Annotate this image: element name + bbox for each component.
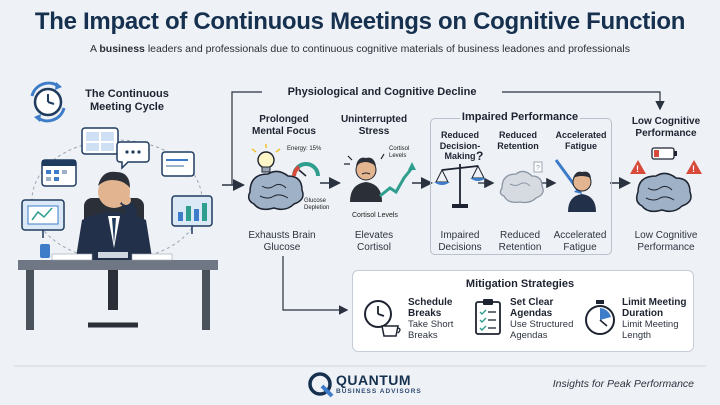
- stressed-businessman: [74, 171, 154, 270]
- lightbulb-icon: [251, 144, 281, 173]
- mitigation-item-agendas: Set Clear Agendas Use Structured Agendas: [510, 297, 574, 341]
- glucose-depletion-label: Glucose Depletion: [304, 198, 330, 211]
- mitigation-item-breaks: Schedule Breaks Take Short Breaks: [408, 297, 454, 341]
- decision-title: Reduced Decision-Making: [439, 130, 481, 161]
- chart-screen-icon: [171, 195, 213, 234]
- quantum-logo-icon: [308, 372, 334, 398]
- stress-marks-icon: [344, 153, 385, 165]
- mitigation-box: [352, 270, 694, 352]
- retention-title: Reduced Retention: [497, 130, 539, 151]
- rising-cortisol-chart-icon: [379, 162, 416, 198]
- outcome-title: Low Cognitive Performance: [631, 116, 701, 139]
- meeting-scene: [18, 127, 218, 330]
- cycle-icon: [30, 81, 66, 123]
- footer-tagline: Insights for Peak Performance: [552, 378, 694, 390]
- presentation-screen-icon: [21, 199, 65, 238]
- page-subtitle: A business leaders and professionals due…: [0, 43, 720, 55]
- page-title: The Impact of Continuous Meetings on Cog…: [34, 8, 686, 35]
- subtitle-pre: A: [90, 43, 100, 55]
- low-battery-icon: [651, 147, 677, 160]
- message-window-icon: [161, 151, 195, 177]
- tired-brain-icon: [635, 172, 692, 213]
- stress-icon: [344, 153, 416, 202]
- fatigue-caption: Accelerated Fatigue: [553, 230, 607, 253]
- low-performance-icon: ! !: [630, 147, 702, 213]
- svg-text:!: !: [692, 164, 695, 174]
- chat-bubble-icon: [116, 141, 150, 170]
- energy-gauge-icon: [292, 162, 320, 177]
- warning-icon: ! !: [630, 160, 702, 174]
- decision-caption: Impaired Decisions: [438, 230, 482, 253]
- stopwatch-icon: [585, 300, 615, 335]
- fatigue-title: Accelerated Fatigue: [555, 130, 607, 151]
- logo-subtitle: BUSINESS ADVISORS: [336, 388, 422, 395]
- svg-text:?: ?: [536, 165, 540, 172]
- outcome-caption: Low Cognitive Performance: [634, 230, 698, 253]
- stress-title: Uninterrupted Stress: [340, 114, 408, 137]
- to-mitigation-arrow: [282, 256, 349, 315]
- svg-text:?: ?: [476, 149, 483, 163]
- scales-icon: ?: [434, 149, 486, 208]
- calendar-icon: [41, 159, 77, 187]
- svg-text:!: !: [636, 164, 639, 174]
- cycle-title: The Continuous Meeting Cycle: [85, 88, 169, 113]
- focus-caption: Exhausts Brain Glucose: [248, 230, 316, 253]
- brain-glucose-icon: [247, 144, 320, 211]
- mitigation-item-duration: Limit Meeting Duration Limit Meeting Len…: [622, 297, 687, 341]
- stressed-person-icon: [350, 157, 382, 202]
- mitigation-title: Mitigation Strategies: [465, 278, 575, 290]
- stress-caption: Elevates Cortisol: [354, 230, 394, 253]
- faded-brain-icon: ?: [499, 161, 544, 204]
- focus-title: Prolonged Mental Focus: [252, 114, 316, 137]
- brain-icon: [247, 170, 304, 211]
- decline-section-title: Physiological and Cognitive Decline: [262, 86, 502, 99]
- subtitle-post: leaders and professionals due to continu…: [144, 43, 630, 55]
- subtitle-bold: business: [99, 43, 145, 55]
- clipboard-checklist-icon: [475, 299, 501, 335]
- video-call-icon: [81, 127, 119, 155]
- cortisol-axis-label: Cortisol Levels: [352, 212, 398, 219]
- retention-caption: Reduced Retention: [498, 230, 542, 253]
- energy-label: Energy: 15%: [287, 146, 322, 152]
- desk: [18, 244, 218, 330]
- impaired-icons: ? ?: [434, 149, 596, 212]
- clock-coffee-icon: [364, 300, 401, 337]
- logo-name: QUANTUM: [336, 372, 412, 388]
- fatigued-person-icon: [554, 159, 596, 212]
- impaired-section-title: Impaired Performance: [460, 111, 580, 124]
- cortisol-levels-label: Cortisol Levels: [389, 146, 410, 159]
